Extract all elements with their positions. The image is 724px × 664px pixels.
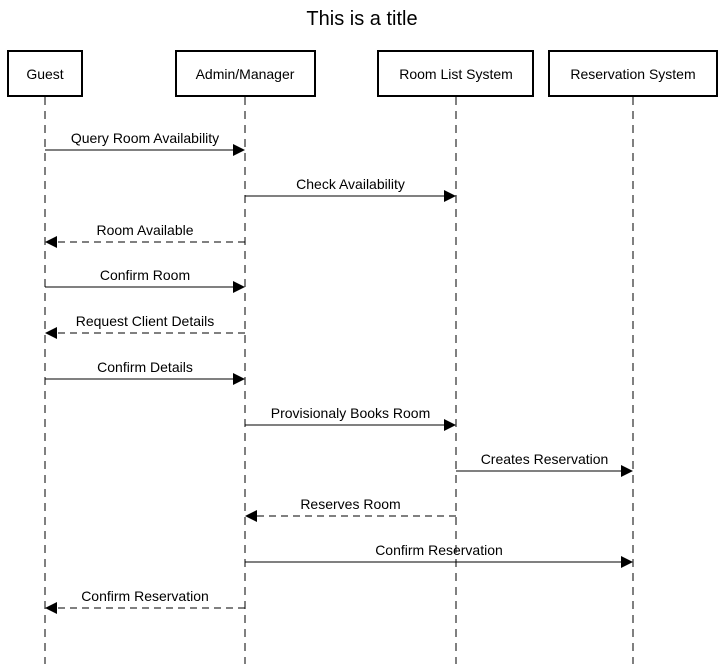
message-label: Request Client Details [76,313,215,329]
participant-box-roomlist [377,50,534,97]
message-9: Reserves Room [245,496,456,522]
arrowhead-icon [621,556,633,568]
message-5: Request Client Details [45,313,245,339]
arrowhead-icon [444,419,456,431]
message-8: Creates Reservation [456,451,633,477]
arrowhead-icon [233,373,245,385]
arrowhead-icon [45,236,57,248]
arrowhead-icon [233,144,245,156]
participant-box-reservation [548,50,718,97]
lifelines-layer [44,97,634,664]
message-3: Room Available [45,222,245,248]
message-11: Confirm Reservation [45,588,245,614]
participant-label-admin: Admin/Manager [196,66,295,82]
arrowhead-icon [45,327,57,339]
participant-roomlist: Room List System [377,50,534,97]
arrowhead-icon [233,281,245,293]
participant-admin: Admin/Manager [175,50,316,97]
message-label: Room Available [96,222,193,238]
participant-box-guest [7,50,83,97]
participant-guest: Guest [7,50,83,97]
participant-reservation: Reservation System [548,50,718,97]
message-label: Query Room Availability [71,130,219,146]
message-label: Confirm Reservation [81,588,209,604]
participant-label-guest: Guest [26,66,63,82]
message-4: Confirm Room [45,267,245,293]
message-label: Confirm Room [100,267,190,283]
participant-box-admin [175,50,316,97]
message-1: Query Room Availability [45,130,245,156]
arrowhead-icon [245,510,257,522]
participant-label-roomlist: Room List System [399,66,513,82]
arrowhead-icon [621,465,633,477]
participant-label-reservation: Reservation System [570,66,695,82]
message-2: Check Availability [245,176,456,202]
message-label: Check Availability [296,176,405,192]
message-10: Confirm Reservation [245,542,633,568]
message-label: Confirm Details [97,359,193,375]
arrowhead-icon [45,602,57,614]
arrowhead-icon [444,190,456,202]
message-7: Provisionaly Books Room [245,405,456,431]
diagram-title: This is a title [306,8,417,30]
message-label: Reserves Room [300,496,400,512]
message-label: Provisionaly Books Room [271,405,431,421]
message-6: Confirm Details [45,359,245,385]
message-label: Confirm Reservation [375,542,503,558]
message-label: Creates Reservation [481,451,609,467]
